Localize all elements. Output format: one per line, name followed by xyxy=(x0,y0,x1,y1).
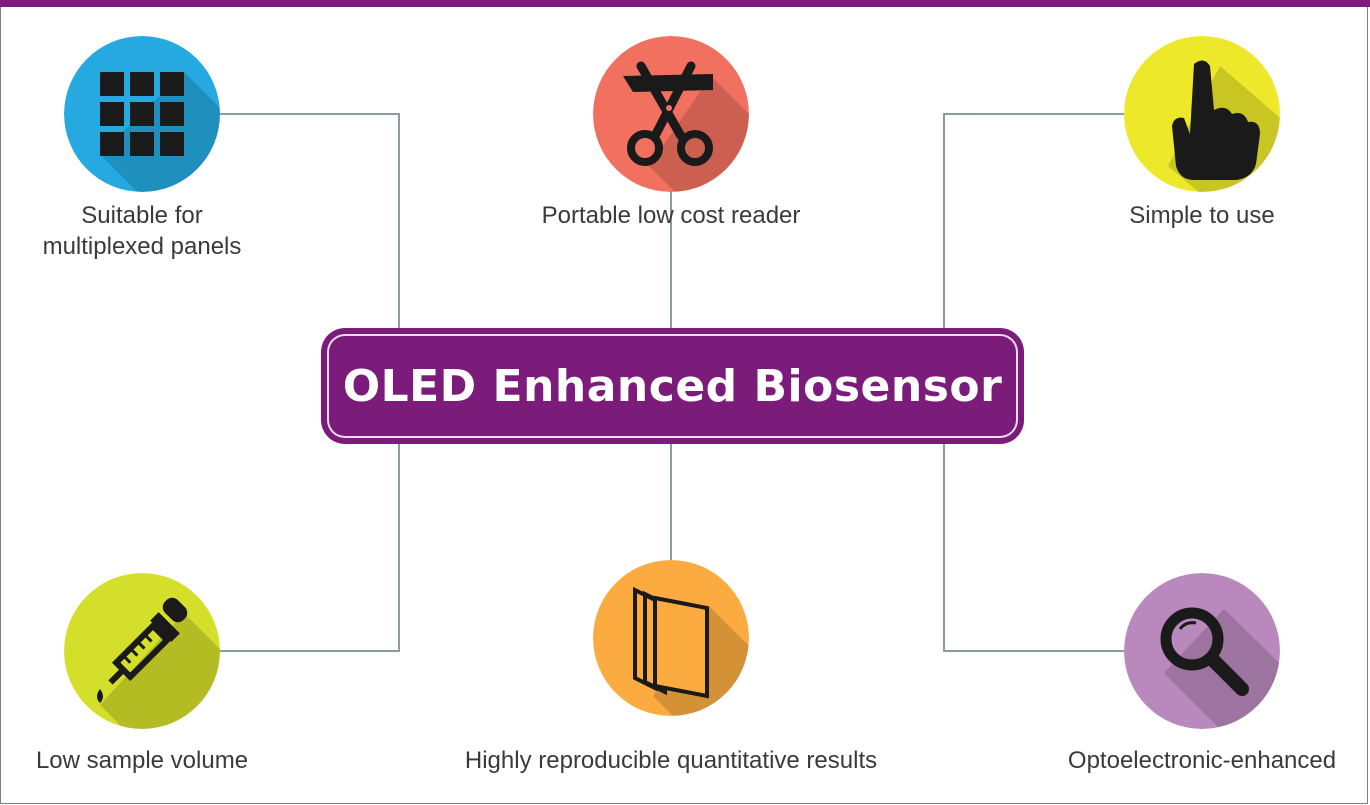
pipette-icon xyxy=(64,573,220,729)
feature-label-low-volume: Low sample volume xyxy=(0,745,284,776)
feature-label-line: Optoelectronic-enhanced xyxy=(1067,747,1337,774)
feature-circle-optoelectronic xyxy=(1124,573,1280,729)
feature-circle-reproducible xyxy=(593,560,749,716)
center-title: OLED Enhanced Biosensor xyxy=(342,360,1003,412)
feature-label-optoelectronic: Optoelectronic-enhanced xyxy=(1046,745,1358,776)
connector-multiplexed xyxy=(220,113,400,329)
feature-label-line: Portable low cost reader xyxy=(541,202,801,229)
pointing-hand-icon xyxy=(1124,36,1280,192)
feature-label-multiplexed: Suitable for multiplexed panels xyxy=(30,200,254,262)
feature-label-line: Simple to use xyxy=(1129,202,1275,229)
feature-label-line: Highly reproducible quantitative results xyxy=(464,747,878,774)
feature-label-simple: Simple to use xyxy=(1090,200,1314,231)
feature-circle-simple xyxy=(1124,36,1280,192)
center-title-inner: OLED Enhanced Biosensor xyxy=(327,334,1018,438)
feature-circle-low-volume xyxy=(64,573,220,729)
connector-low-volume xyxy=(220,444,400,652)
connector-simple xyxy=(943,113,1124,329)
feature-label-line: multiplexed panels xyxy=(42,233,242,260)
top-accent-bar xyxy=(0,0,1370,7)
center-title-box: OLED Enhanced Biosensor xyxy=(321,328,1024,444)
grid-icon xyxy=(64,36,220,192)
feature-circle-portable xyxy=(593,36,749,192)
scissors-icon xyxy=(593,36,749,192)
diagram-frame xyxy=(0,7,1368,804)
feature-label-reproducible: Highly reproducible quantitative results xyxy=(420,745,922,776)
feature-label-line: Suitable for xyxy=(81,202,203,229)
connector-optoelectronic xyxy=(943,444,1124,652)
documents-icon xyxy=(593,560,749,716)
feature-label-line: Low sample volume xyxy=(35,747,249,774)
magnifier-icon xyxy=(1124,573,1280,729)
feature-label-portable: Portable low cost reader xyxy=(505,200,837,231)
feature-circle-multiplexed xyxy=(64,36,220,192)
